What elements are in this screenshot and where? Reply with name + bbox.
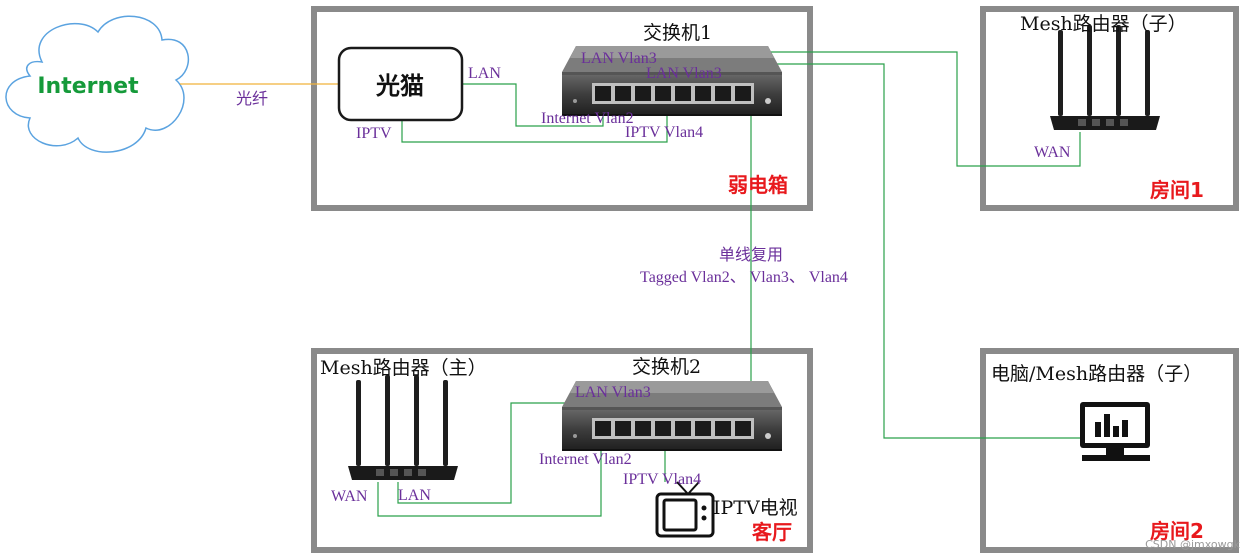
- wire-modem-iptv-to-switch1: [401, 94, 668, 143]
- room2-room-label: 房间2: [1150, 519, 1204, 543]
- room2-title: 电脑/Mesh路由器（子）: [991, 363, 1202, 385]
- room2-panel: [980, 348, 1239, 553]
- room1-wan-label: WAN: [1034, 144, 1071, 161]
- room1-router-title: Mesh路由器（子）: [1020, 13, 1187, 35]
- living-room-panel: [311, 348, 813, 553]
- room1-room-label: 房间1: [1150, 178, 1204, 202]
- modem-iptv-port-label: IPTV: [356, 125, 392, 142]
- mesh-router-main: [348, 375, 458, 480]
- modem-box: 光猫: [337, 46, 464, 122]
- watermark: CSDN @jmxowgk: [1145, 538, 1241, 551]
- main-router-lan-label: LAN: [398, 487, 431, 504]
- room1-panel: [980, 6, 1239, 211]
- switch1-title: 交换机1: [643, 22, 712, 44]
- monitor-icon: [1080, 402, 1150, 461]
- modem-lan-port-label: LAN: [468, 65, 501, 82]
- switch2-port-label-2: Internet Vlan2: [539, 451, 632, 468]
- switch1-port-label-2: LAN Vlan3: [646, 65, 722, 82]
- internet-cloud: Internet: [5, 15, 190, 153]
- trunk-label-line1: 单线复用: [719, 246, 783, 264]
- modem-label: 光猫: [375, 72, 424, 100]
- mesh-router-room1: [1050, 25, 1160, 130]
- internet-label: Internet: [37, 74, 139, 99]
- switch1-port-label-1: LAN Vlan3: [581, 50, 657, 67]
- weak-box-panel: [311, 6, 813, 211]
- main-router-wan-label: WAN: [331, 488, 368, 505]
- fiber-label: 光纤: [236, 90, 268, 108]
- switch1-port-label-3: Internet Vlan2: [541, 110, 634, 127]
- switch2-port-label-3: IPTV Vlan4: [623, 471, 701, 488]
- wire-switch2-to-router-wan: [377, 436, 602, 517]
- tv-label: IPTV电视: [713, 497, 798, 519]
- weak-box-room-label: 弱电箱: [728, 173, 788, 197]
- tv-icon: [655, 481, 715, 538]
- switch2-title: 交换机2: [632, 356, 701, 378]
- trunk-label-line2: Tagged Vlan2、 Vlan3、 Vlan4: [640, 269, 848, 286]
- living-room-label: 客厅: [751, 520, 792, 544]
- switch1-port-label-4: IPTV Vlan4: [625, 124, 703, 141]
- main-router-title: Mesh路由器（主）: [320, 357, 487, 379]
- switch2-port-label-1: LAN Vlan3: [575, 384, 651, 401]
